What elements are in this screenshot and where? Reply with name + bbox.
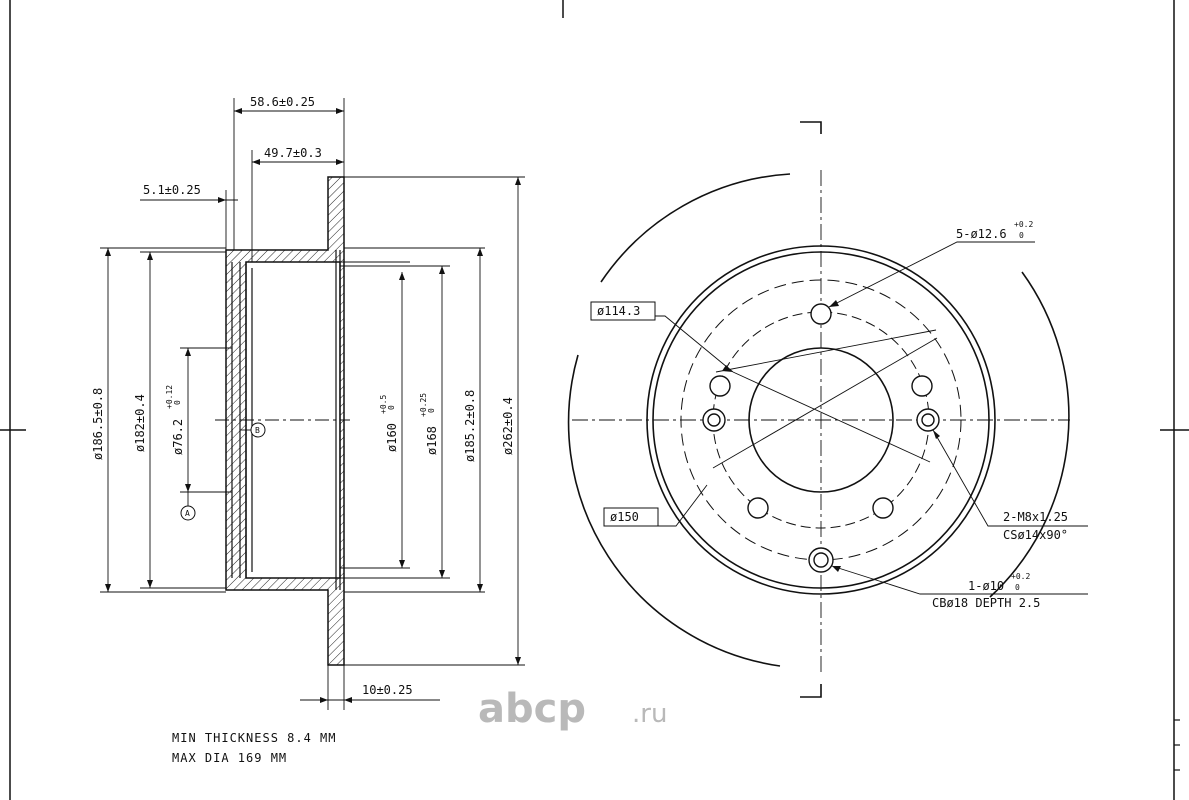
dim-dia-160: ø160 xyxy=(385,423,399,452)
outer-disc-arc-upper-left xyxy=(600,173,791,283)
watermark-brand: abcp xyxy=(478,686,586,732)
dim-dia-186-5: ø186.5±0.8 xyxy=(91,388,105,460)
dim-dia-168-tol-upper: +0.25 xyxy=(419,393,428,417)
dim-dia-168: ø168 xyxy=(425,426,439,455)
frame-ticks xyxy=(1174,719,1180,771)
friction-ring-section xyxy=(225,176,345,666)
note-max-dia: MAX DIA 169 MM xyxy=(172,751,287,765)
dim-dia-160-tol-upper: +0.5 xyxy=(379,395,388,414)
dim-dia-160-tol-lower: 0 xyxy=(387,405,396,410)
bolt-circle-label-box xyxy=(590,301,656,321)
dim-dia-185-2: ø185.2±0.8 xyxy=(463,390,477,462)
dim-disc-thickness: 10±0.25 xyxy=(362,683,413,697)
datum-b-marker: B xyxy=(240,422,266,438)
dim-dia-182: ø182±0.4 xyxy=(133,394,147,452)
dim-overall-height: 58.6±0.25 xyxy=(250,95,315,109)
outer-disc-arc-left xyxy=(567,354,781,667)
datum-a-label: A xyxy=(185,509,190,518)
section-marks xyxy=(800,121,822,698)
dim-bolt-circle: ø114.3 xyxy=(597,304,640,318)
dim-threaded-holes: 2-M8x1.25 xyxy=(1003,510,1068,524)
stud-holes xyxy=(709,303,933,519)
dim-threaded-holes-cs: CSø14x90° xyxy=(1003,528,1068,542)
dim-pilot-circle: ø150 xyxy=(610,510,639,524)
dim-dia-168-group: ø168 +0.25 0 xyxy=(419,393,439,455)
datum-b-label: B xyxy=(255,426,260,435)
watermark-logo: abcp .ru xyxy=(478,686,667,732)
dim-stud-holes: 5-ø12.6 xyxy=(956,227,1007,241)
dim-stud-holes-tol-upper: +0.2 xyxy=(1014,220,1033,229)
dim-dia-76-2: ø76.2 xyxy=(171,419,185,455)
dim-locator-hole-cb: CBø18 DEPTH 2.5 xyxy=(932,596,1040,610)
note-min-thickness: MIN THICKNESS 8.4 MM xyxy=(172,731,337,745)
dim-dia-76-2-tol-upper: +0.12 xyxy=(165,385,174,409)
datum-a-marker: A xyxy=(180,492,196,521)
side-section-view: 58.6±0.25 49.7±0.3 5.1±0.25 10±0.25 ø186… xyxy=(91,95,525,710)
dim-hat-depth: 49.7±0.3 xyxy=(264,146,322,160)
dim-locator-hole: 1-ø10 xyxy=(968,579,1004,593)
threaded-holes xyxy=(702,408,940,432)
outer-disc-arc-right xyxy=(989,271,1070,598)
dim-locator-hole-tol-upper: +0.2 xyxy=(1011,572,1030,581)
dim-dia-262: ø262±0.4 xyxy=(501,397,515,455)
pilot-circle-label-box xyxy=(603,507,659,527)
dim-locator-hole-tol-lower: 0 xyxy=(1015,583,1020,592)
locator-hole xyxy=(808,547,834,573)
front-view: ø114.3 ø150 5-ø12.6 +0.2 0 2-M8x1.25 CSø… xyxy=(567,121,1088,698)
dim-dia-160-group: ø160 +0.5 0 xyxy=(379,395,399,452)
dim-flange-thickness: 5.1±0.25 xyxy=(143,183,201,197)
dim-stud-holes-tol-lower: 0 xyxy=(1019,231,1024,240)
dim-dia-76-2-group: ø76.2 +0.12 0 xyxy=(165,385,185,455)
dim-dia-76-2-tol-lower: 0 xyxy=(173,400,182,405)
watermark-suffix: .ru xyxy=(632,699,667,729)
dim-dia-168-tol-lower: 0 xyxy=(427,408,436,413)
